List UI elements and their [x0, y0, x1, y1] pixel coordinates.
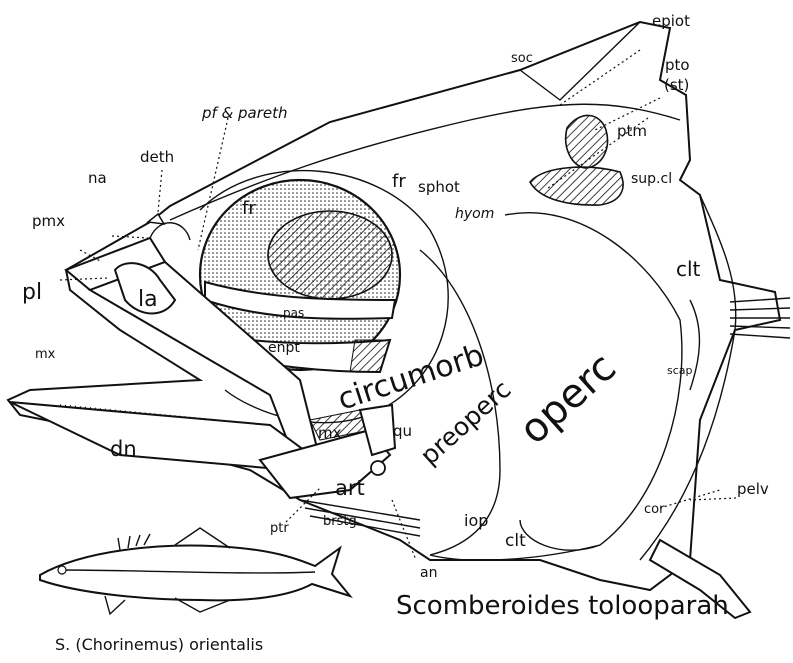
label-clt-upper: clt: [676, 257, 701, 281]
label-fr-upper: fr: [392, 171, 406, 192]
label-pelv: pelv: [737, 480, 769, 498]
label-mx-upper: mx: [35, 347, 56, 362]
label-fr-lower: fr: [242, 198, 256, 219]
label-scap: scap: [667, 364, 693, 377]
inset-fish: [40, 528, 350, 614]
label-enpt: enpt: [268, 340, 300, 356]
label-ptr: ptr: [270, 521, 289, 536]
label-epiot: epiot: [652, 12, 690, 30]
species-caption: Scomberoides tolooparah: [396, 591, 729, 621]
label-clt-lower: clt: [505, 531, 526, 551]
quadrate-joint: [371, 461, 385, 475]
label-pas: pas: [283, 306, 304, 320]
label-dn: dn: [110, 437, 137, 461]
label-art: art: [335, 476, 365, 500]
label-qu: qu: [393, 422, 412, 440]
label-iop: iop: [464, 511, 488, 530]
label-pf-pareth: pf & pareth: [201, 104, 288, 122]
label-pmx: pmx: [32, 212, 65, 230]
inset-caption: S. (Chorinemus) orientalis: [55, 635, 263, 654]
label-deth: deth: [140, 148, 174, 166]
label-ptm: ptm: [617, 122, 647, 140]
label-hyom: hyom: [455, 206, 494, 222]
label-pto: pto: [665, 56, 690, 74]
label-na: na: [88, 169, 107, 187]
label-pto-st: (st): [664, 76, 689, 94]
pto-hatched: [566, 115, 608, 168]
label-cor: cor: [644, 502, 665, 517]
label-brstg: brstg: [323, 514, 357, 529]
label-la: la: [138, 287, 158, 312]
label-sphot: sphot: [418, 178, 460, 196]
label-mx-lower: mx: [318, 424, 342, 442]
label-pl: pl: [22, 280, 42, 305]
label-soc: soc: [511, 51, 533, 66]
orbit-hatched-area: [268, 211, 392, 299]
label-an: an: [420, 565, 437, 581]
label-supcl: sup.cl: [631, 171, 672, 187]
